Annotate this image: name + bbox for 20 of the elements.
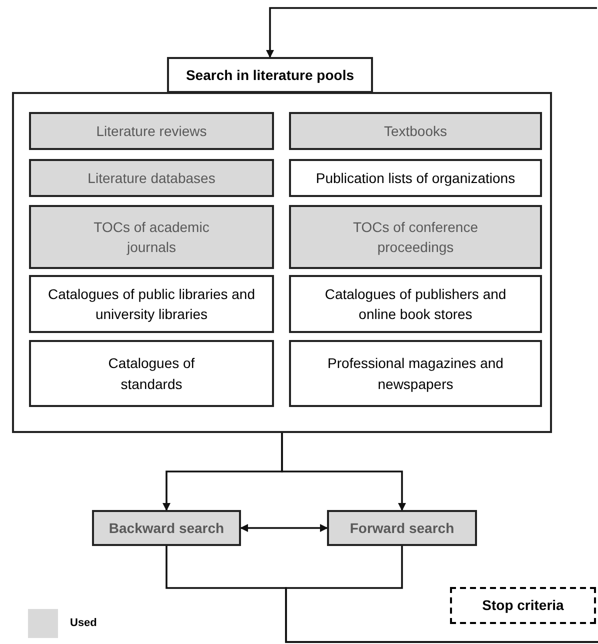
source-box: TOCs of academic journals [29,205,274,269]
container-box [12,92,552,433]
source-box: Literature reviews [29,112,274,150]
source-box: Publication lists of organizations [289,159,542,197]
source-box: Catalogues of standards [29,340,274,407]
arrow [266,7,597,58]
source-box: Professional magazines and newspapers [289,340,542,407]
dashed-box: Stop criteria [450,587,596,624]
process-box: Backward search [92,510,241,546]
arrow [240,524,328,532]
process-box: Forward search [327,510,477,546]
connector-line [285,546,598,643]
source-box: Literature databases [29,159,274,197]
legend-label: Used [70,616,97,632]
arrow [281,433,406,511]
heading-box: Search in literature pools [167,57,373,93]
source-box: Catalogues of publishers and online book stores [289,275,542,333]
source-box: Textbooks [289,112,542,150]
source-box: TOCs of conference proceedings [289,205,542,269]
source-box: Catalogues of public libraries and university libraries [29,275,274,333]
